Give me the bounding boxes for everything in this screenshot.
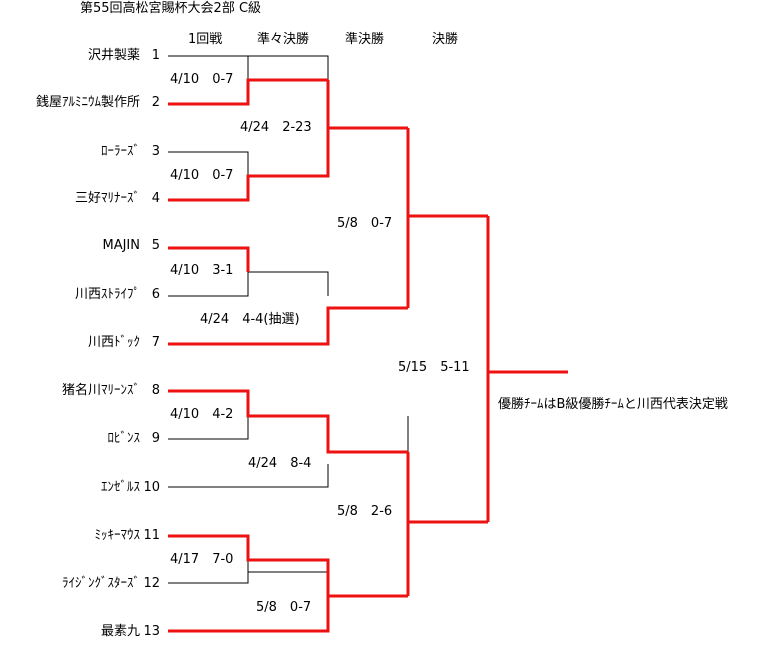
team-seed: 3 — [151, 144, 160, 159]
round-header-2: 準々決勝 — [257, 32, 310, 47]
match-result: 5/15 5-11 — [398, 360, 470, 375]
winner-lines — [168, 78, 568, 633]
team-seed: 6 — [151, 287, 160, 302]
team-name: MAJIN — [102, 238, 140, 253]
round-header-3: 準決勝 — [345, 32, 385, 47]
winner-line — [168, 389, 408, 454]
match-result: 5/8 0-7 — [256, 600, 312, 615]
round-header-1: 1回戦 — [188, 32, 223, 47]
match-result: 5/8 0-7 — [337, 216, 393, 231]
match-result: 4/10 0-7 — [170, 168, 234, 183]
team-name: ﾐｯｷｰﾏｳｽ — [94, 528, 141, 543]
team-name: ﾛｰﾗｰｽﾞ — [101, 144, 140, 159]
team-seed: 11 — [143, 528, 160, 543]
winner-line — [168, 246, 250, 272]
team-name: ﾛﾋﾞﾝｽ — [107, 431, 141, 446]
team-seed: 10 — [143, 480, 160, 495]
team-seed: 12 — [143, 576, 160, 591]
team-name: 猪名川ﾏﾘｰﾝｽﾞ — [61, 383, 140, 398]
team-seed: 9 — [151, 431, 160, 446]
bracket-line — [168, 416, 249, 440]
team-name: 川西ﾄﾞｯｸ — [87, 335, 140, 350]
winner-line — [326, 80, 408, 130]
team-name: 三好ﾏﾘﾅｰｽﾞ — [74, 191, 140, 206]
bracket-line — [247, 248, 329, 296]
team-name: ｴﾝｾﾞﾙｽ — [101, 480, 140, 495]
team-seed: 5 — [151, 238, 160, 253]
team-name: 銭屋ｱﾙﾐﾆｳﾑ製作所 — [35, 95, 140, 110]
match-result: 5/8 2-6 — [337, 504, 393, 519]
team-seed: 13 — [143, 624, 160, 639]
match-result: 4/17 7-0 — [170, 552, 234, 567]
bracket-line — [168, 151, 249, 176]
winner-line — [168, 306, 408, 346]
team-seed: 2 — [151, 95, 160, 110]
match-result: 4/24 2-23 — [240, 120, 312, 135]
match-result: 4/10 4-2 — [170, 407, 234, 422]
team-name: 川西ｽﾄﾗｲﾌﾟ — [74, 287, 140, 302]
match-result: 4/24 8-4 — [248, 456, 312, 471]
winner-line — [406, 520, 488, 596]
match-result: 4/24 4-4(抽選) — [200, 312, 300, 327]
team-name: ﾗｲｼﾞﾝｸﾞｽﾀｰｽﾞ — [62, 576, 140, 591]
winner-line — [168, 596, 330, 633]
winner-line — [168, 128, 330, 202]
bracket-line — [168, 464, 329, 488]
winner-line — [168, 534, 408, 598]
bracket-line — [248, 55, 329, 80]
team-seed: 1 — [151, 48, 160, 63]
round-header-4: 決勝 — [432, 32, 459, 47]
team-seed: 7 — [151, 335, 160, 350]
page-title: 第55回高松宮賜杯大会2部 C級 — [80, 1, 262, 16]
winner-line — [406, 214, 488, 308]
team-seed: 4 — [151, 191, 160, 206]
team-name: 最素九 — [100, 624, 140, 639]
winner-line — [168, 78, 328, 106]
bracket-line — [168, 272, 249, 297]
bracket-line — [168, 560, 249, 584]
champion-note: 優勝ﾁｰﾑはB級優勝ﾁｰﾑと川西代表決定戦 — [498, 397, 728, 412]
match-result: 4/10 0-7 — [170, 72, 234, 87]
match-result: 4/10 3-1 — [170, 263, 234, 278]
team-seed: 8 — [151, 383, 160, 398]
team-name: 沢井製薬 — [87, 48, 140, 63]
